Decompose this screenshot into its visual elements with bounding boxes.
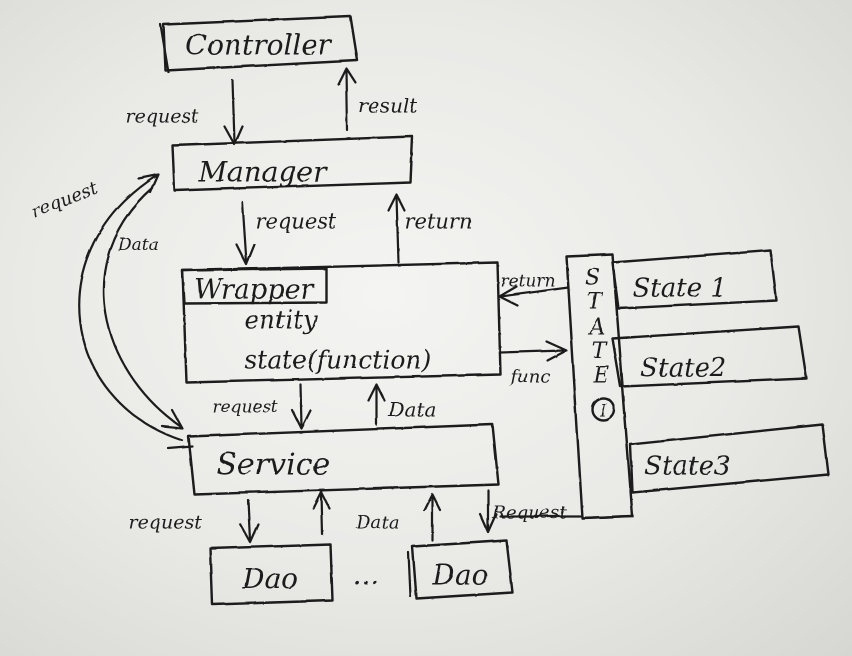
edge-label-return-2: return — [500, 271, 555, 291]
edge-wrapper-to-service: request — [212, 382, 312, 430]
edge-manager-to-wrapper: request — [234, 200, 337, 266]
edge-manager-to-service: Data — [102, 186, 184, 430]
edge-dao2-to-service: Data — [355, 492, 442, 542]
edge-label-data-2: Data — [387, 397, 436, 421]
edge-service-to-dao: request — [128, 498, 260, 544]
edge-wrapper-to-manager: return — [386, 192, 472, 264]
edge-label-result: result — [358, 93, 418, 117]
edge-service-to-wrapper: Data — [366, 382, 436, 426]
edge-controller-to-manager: request — [125, 78, 244, 146]
entity-label: entity — [244, 305, 318, 334]
edge-label-request-5: request — [128, 511, 202, 533]
edge-manager-to-controller: result — [336, 66, 418, 132]
state-letter-a: A — [587, 315, 605, 340]
state-2-node: State2 — [610, 324, 808, 388]
dao-ellipsis: ... — [353, 558, 380, 591]
state-letter-t: T — [587, 289, 604, 314]
edge-wrapper-to-state: func — [498, 339, 568, 387]
edge-label-return-1: return — [404, 209, 472, 233]
service-label: Service — [216, 447, 330, 482]
controller-node: Controller — [158, 14, 359, 74]
state-1-node: State 1 — [610, 248, 778, 310]
edge-label-request-3: request — [28, 177, 101, 223]
edge-service-to-dao2: Request — [478, 488, 582, 534]
state-2-label: State2 — [640, 353, 726, 383]
edge-label-request-6: Request — [491, 502, 567, 523]
interface-marker-label: I — [599, 401, 607, 421]
service-node: Service — [166, 422, 500, 496]
state-letter-t2: T — [592, 339, 609, 364]
edge-state-to-wrapper: return — [497, 271, 570, 307]
edge-label-data-1: Data — [117, 235, 159, 255]
state-function-label: state(function) — [244, 345, 431, 374]
wrapper-label: Wrapper — [194, 274, 315, 305]
state-letter-e: E — [592, 363, 609, 388]
interface-marker — [590, 396, 616, 422]
state-3-label: State3 — [644, 451, 730, 481]
controller-label: Controller — [185, 28, 332, 61]
state-letter-s: S — [584, 265, 599, 290]
edge-label-data-3: Data — [355, 512, 399, 533]
state-3-node: State3 — [628, 422, 830, 494]
edge-label-request-2: request — [255, 209, 337, 233]
state-interface-node: S T A T E I — [564, 252, 634, 520]
dao-2-node: Dao — [406, 538, 514, 600]
dao-2-label: Dao — [431, 558, 488, 591]
edge-label-request-4: request — [212, 397, 278, 417]
state-1-label: State 1 — [632, 273, 726, 303]
manager-label: Manager — [197, 155, 328, 188]
state-interface-letters: S T A T E — [584, 265, 609, 388]
edge-label-request-1: request — [125, 105, 199, 127]
wrapper-node: Wrapper entity state(function) — [180, 260, 502, 384]
dao-1-node: Dao — [208, 542, 334, 606]
edge-label-func: func — [508, 366, 550, 387]
manager-node: Manager — [170, 134, 414, 192]
edge-dao-to-service — [311, 490, 331, 536]
dao-1-label: Dao — [241, 562, 298, 595]
